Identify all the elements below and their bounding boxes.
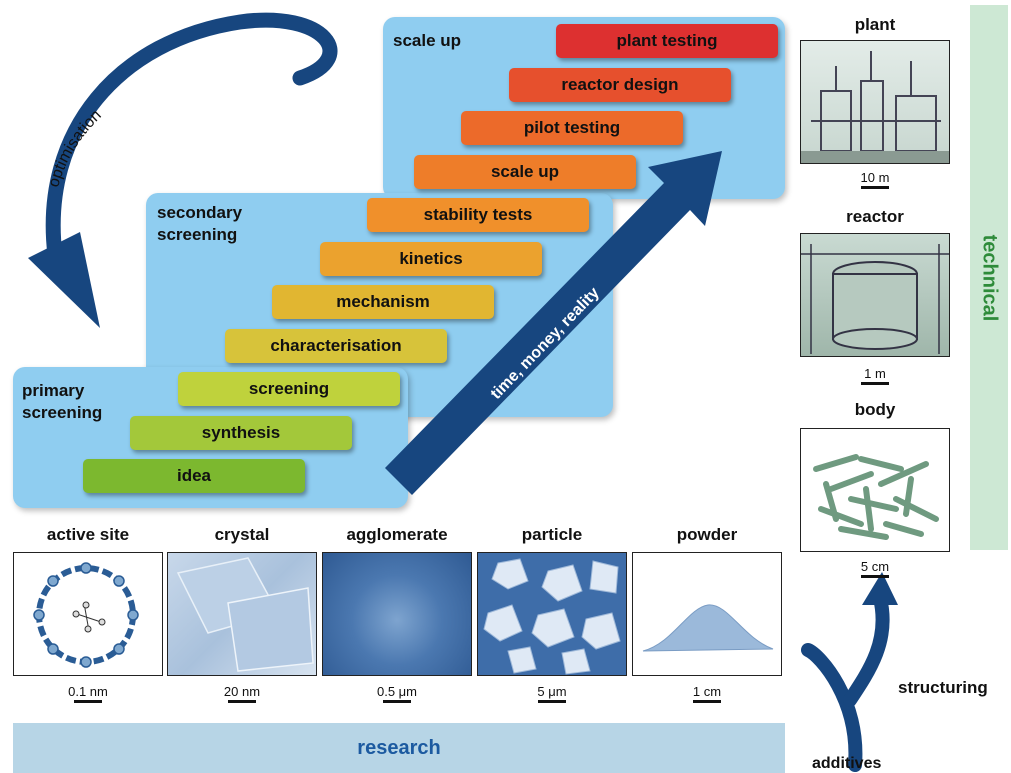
research-band: research	[13, 723, 785, 773]
caption-agglomerate: agglomerate	[346, 525, 448, 544]
scale-label: 5 cm	[860, 559, 890, 574]
reactor-vessel-icon	[801, 244, 949, 354]
step-stability-tests: stability tests	[367, 198, 589, 232]
scale-label: 20 nm	[223, 684, 261, 699]
caption-powder: powder	[676, 525, 738, 544]
structuring-branch-icon	[843, 591, 890, 707]
step-kinetics: kinetics	[320, 242, 542, 276]
powder-pile-icon	[642, 604, 774, 652]
caption-body: body	[854, 400, 896, 419]
scale-active-site: 0.1 nm	[48, 684, 128, 703]
scale-plant: 10 m	[835, 170, 915, 189]
step-reactor-design: reactor design	[509, 68, 731, 102]
crystal-image	[167, 552, 317, 676]
caption-crystal: crystal	[214, 525, 270, 544]
step-scale-up: scale up	[414, 155, 636, 189]
agglomerate-image	[322, 552, 472, 676]
optimisation-label: optimisation	[45, 107, 104, 189]
scale-label: 10 m	[860, 170, 890, 185]
stage-label-scale-up: scale up	[393, 31, 462, 50]
scale-particle: 5 μm	[512, 684, 592, 703]
scale-label: 1 m	[864, 366, 886, 381]
plant-image	[800, 40, 950, 164]
scale-agglomerate: 0.5 μm	[357, 684, 437, 703]
step-mechanism: mechanism	[272, 285, 494, 319]
caption-plant: plant	[854, 15, 896, 34]
powder-image	[632, 552, 782, 676]
additives-label: additives	[812, 755, 882, 772]
stage-label-secondary-screening: secondary screening	[157, 203, 243, 244]
scale-powder: 1 cm	[667, 684, 747, 703]
crystal-plates-icon	[176, 557, 314, 672]
scale-label: 5 μm	[537, 684, 567, 699]
scale-label: 1 cm	[692, 684, 722, 699]
step-screening: screening	[178, 372, 400, 406]
step-idea: idea	[83, 459, 305, 493]
scale-crystal: 20 nm	[202, 684, 282, 703]
caption-active-site: active site	[46, 525, 130, 544]
scale-label: 0.5 μm	[376, 684, 417, 699]
caption-particle: particle	[521, 525, 583, 544]
scale-body: 5 cm	[835, 559, 915, 578]
scale-label: 0.1 nm	[68, 684, 108, 699]
research-label: research	[357, 736, 441, 759]
technical-band: technical	[970, 5, 1008, 550]
zeolite-ring-icon	[33, 562, 139, 668]
structuring-label: structuring	[898, 678, 988, 697]
step-pilot-testing: pilot testing	[461, 111, 683, 145]
step-plant-testing: plant testing	[556, 24, 778, 58]
active-site-image	[13, 552, 163, 676]
scale-reactor: 1 m	[835, 366, 915, 385]
optimisation-arrowhead-icon	[28, 232, 100, 328]
body-image	[800, 428, 950, 552]
step-characterisation: characterisation	[225, 329, 447, 363]
plant-structure-icon	[801, 51, 949, 163]
extrudates-icon	[813, 454, 939, 540]
particles-icon	[483, 558, 621, 675]
step-synthesis: synthesis	[130, 416, 352, 450]
stage-label-primary-screening: primary screening	[22, 381, 103, 422]
reactor-image	[800, 233, 950, 357]
caption-reactor: reactor	[846, 207, 904, 226]
technical-label: technical	[978, 234, 1001, 321]
particle-image	[477, 552, 627, 676]
structuring-arrow-icon	[801, 643, 863, 772]
